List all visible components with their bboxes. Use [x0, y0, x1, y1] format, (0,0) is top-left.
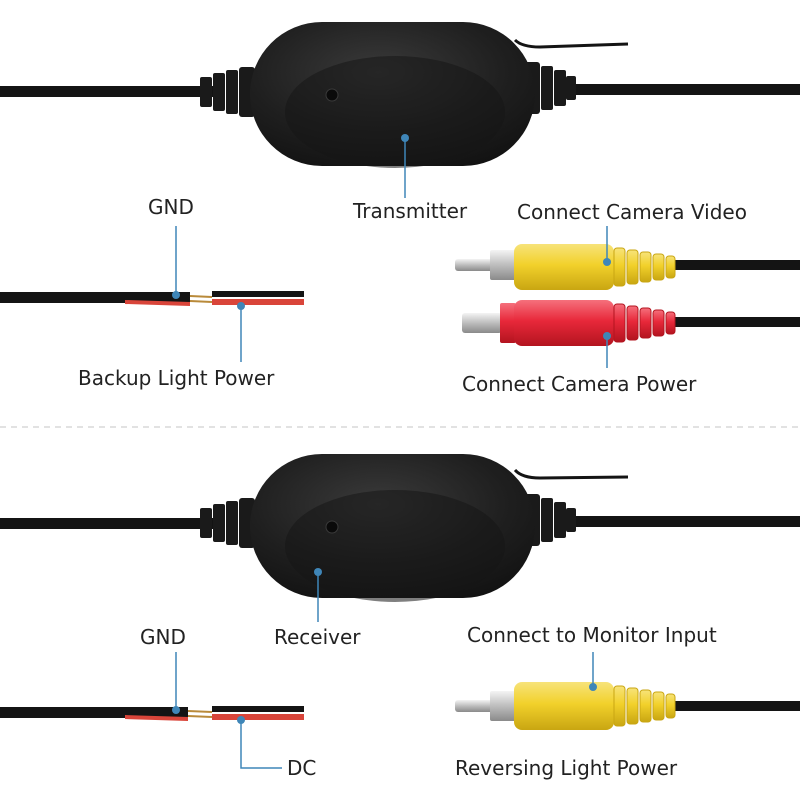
label-connect-camera-power: Connect Camera Power	[462, 372, 697, 396]
label-receiver: Receiver	[274, 625, 361, 649]
led-indicator-icon	[325, 520, 339, 534]
dc-plug-icon	[462, 300, 800, 346]
wireless-module-icon	[250, 454, 535, 602]
power-wire-top	[0, 291, 304, 306]
cable-right-top	[570, 84, 800, 95]
antenna-wire	[513, 38, 629, 49]
cable-left-top	[0, 86, 215, 97]
label-reversing-light-power: Reversing Light Power	[455, 756, 678, 780]
wireless-module-icon	[250, 22, 535, 168]
label-gnd-bottom: GND	[140, 625, 186, 649]
strain-relief-left	[200, 67, 255, 117]
label-gnd-top: GND	[148, 195, 194, 219]
label-connect-monitor-input: Connect to Monitor Input	[467, 623, 717, 647]
transmitter-assembly	[0, 22, 800, 168]
led-indicator-icon	[325, 88, 339, 102]
label-transmitter: Transmitter	[353, 199, 468, 223]
rca-plug-icon	[455, 682, 800, 730]
power-wire-bottom	[0, 706, 304, 721]
label-dc: DC	[287, 756, 317, 780]
label-backup-light-power: Backup Light Power	[78, 366, 275, 390]
receiver-assembly	[0, 454, 800, 602]
rca-plug-icon	[455, 244, 800, 290]
label-connect-camera-video: Connect Camera Video	[517, 200, 747, 224]
